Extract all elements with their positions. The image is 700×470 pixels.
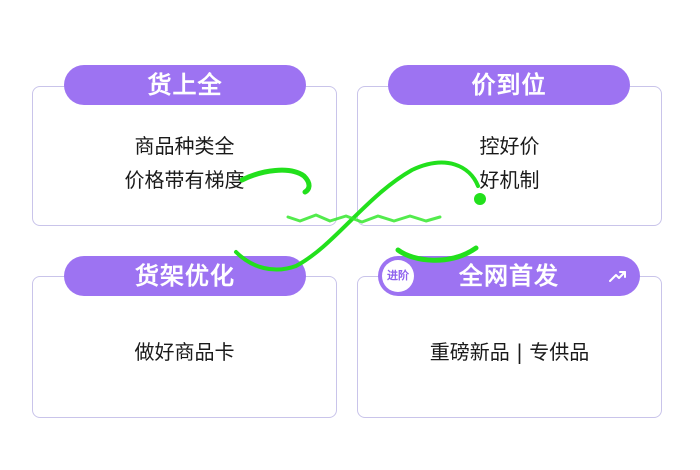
card-line: 好机制 bbox=[479, 168, 540, 192]
card-line: 价格带有梯度 bbox=[124, 168, 245, 192]
card-title-pill: 货架优化 bbox=[64, 256, 306, 296]
card-title-pill: 货上全 bbox=[64, 65, 306, 105]
card-line: 重磅新品 | 专供品 bbox=[429, 340, 590, 364]
trend-up-icon bbox=[609, 271, 626, 282]
advanced-badge: 进阶 bbox=[382, 260, 414, 292]
card-line: 做好商品卡 bbox=[134, 340, 235, 364]
card-line: 控好价 bbox=[479, 134, 540, 158]
card-network-first-launch: 重磅新品 | 专供品 bbox=[357, 276, 662, 418]
card-goods-complete: 商品种类全 价格带有梯度 bbox=[32, 86, 337, 226]
card-title-pill-advanced: 进阶 全网首发 bbox=[378, 256, 640, 296]
card-price-in-place: 控好价 好机制 bbox=[357, 86, 662, 226]
card-title: 全网首发 bbox=[459, 262, 559, 290]
card-shelf-optimization: 做好商品卡 bbox=[32, 276, 337, 418]
card-title-pill: 价到位 bbox=[388, 65, 630, 105]
card-line: 商品种类全 bbox=[134, 134, 235, 158]
